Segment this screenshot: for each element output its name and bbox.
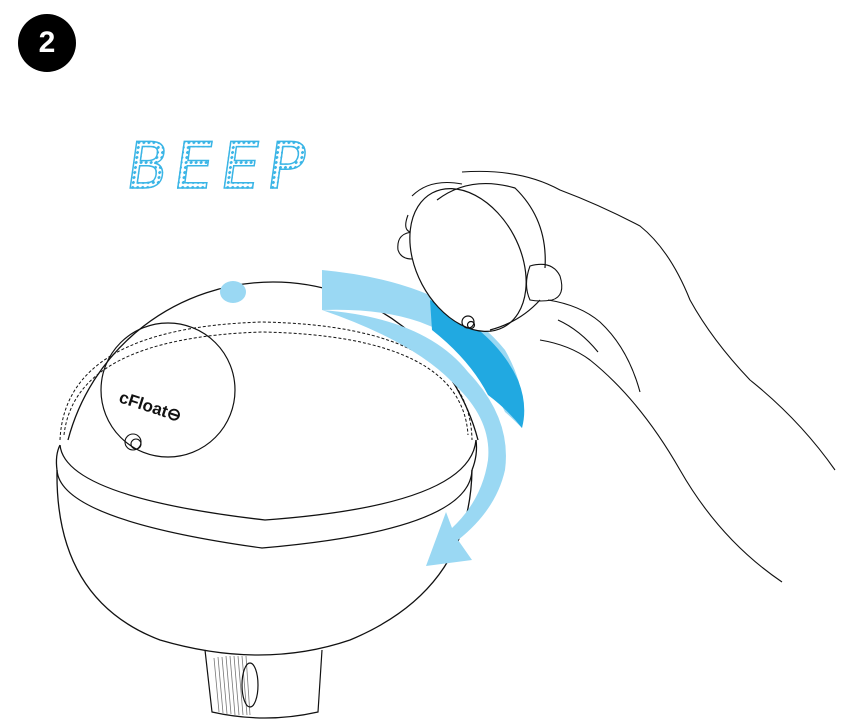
beep-sound-label: BEEP (123, 130, 320, 204)
device-logo: cFloat⊖ (117, 388, 184, 426)
step-badge: 2 (18, 14, 76, 72)
button-icon (125, 434, 141, 450)
indicator-light (220, 281, 246, 303)
cap-knob (386, 168, 549, 351)
device-base (205, 650, 322, 718)
